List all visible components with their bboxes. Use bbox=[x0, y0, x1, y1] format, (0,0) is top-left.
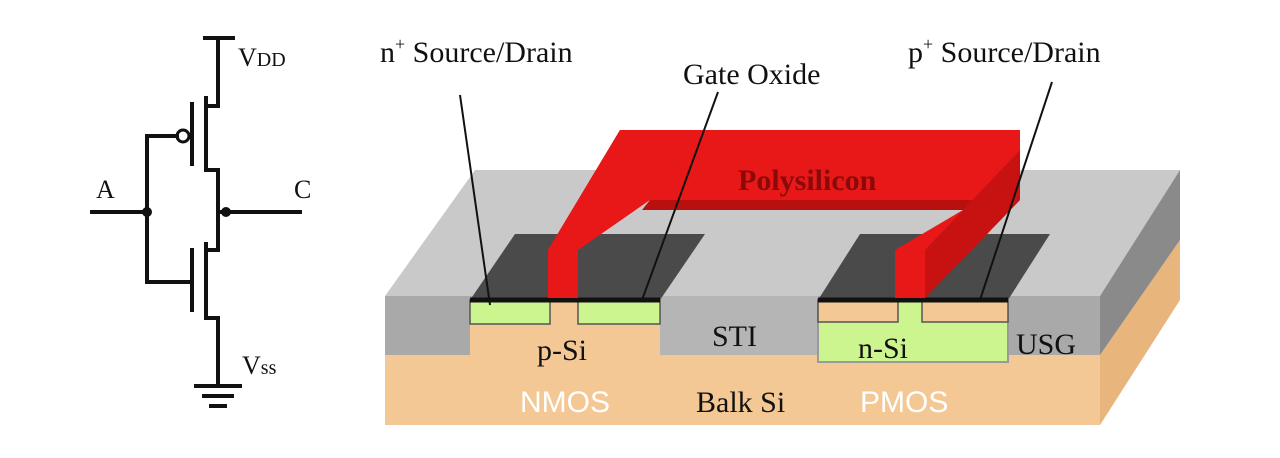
nmos-source-diffusion bbox=[469, 299, 551, 325]
pmos-source-diffusion bbox=[817, 299, 899, 323]
sti-label: STI bbox=[712, 320, 757, 353]
output-junction bbox=[221, 207, 231, 217]
poly-right-leg bbox=[895, 250, 925, 298]
n-source-drain-label: n+ Source/Drain bbox=[380, 34, 573, 69]
sti-region bbox=[660, 296, 818, 355]
nmos-active-top bbox=[470, 234, 705, 300]
p-source-drain-label: p+ Source/Drain bbox=[908, 34, 1101, 69]
poly-bridge-top bbox=[548, 130, 1020, 250]
gate-oxide-label: Gate Oxide bbox=[683, 58, 820, 91]
input-junction bbox=[142, 207, 152, 217]
nmos-drain-diffusion bbox=[577, 299, 661, 325]
poly-right-leg-side bbox=[925, 150, 1020, 298]
p-si-label: p-Si bbox=[537, 334, 587, 367]
p-sd-pointer bbox=[979, 81, 1053, 301]
bulk-si-label: Balk Si bbox=[696, 386, 785, 419]
poly-bridge-underside bbox=[642, 200, 980, 210]
input-label: A bbox=[96, 175, 115, 204]
pmos-drain-diffusion bbox=[921, 299, 1009, 323]
polysilicon-label: Polysilicon bbox=[738, 164, 877, 197]
vdd-label: VDD bbox=[238, 43, 286, 72]
output-label: C bbox=[294, 175, 311, 204]
cmos-cross-section: n+ Source/Drain Gate Oxide p+ Source/Dra… bbox=[380, 34, 1180, 425]
oxide-side-face bbox=[1100, 170, 1180, 355]
inverter-schematic: VDD Vss A C bbox=[90, 36, 311, 408]
n-sd-pointer bbox=[459, 94, 491, 306]
bulk-substrate-side bbox=[1100, 240, 1180, 425]
pmos-label: PMOS bbox=[860, 386, 948, 419]
vss-label: Vss bbox=[242, 351, 277, 380]
poly-left-leg bbox=[548, 250, 578, 298]
gate-oxide-pointer bbox=[641, 91, 719, 301]
usg-label: USG bbox=[1016, 328, 1076, 361]
nmos-label: NMOS bbox=[520, 386, 610, 419]
n-si-label: n-Si bbox=[858, 332, 908, 365]
